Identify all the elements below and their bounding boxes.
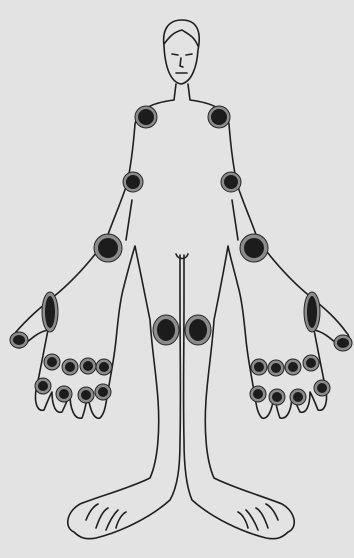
right-elbow-joint-core <box>126 175 140 189</box>
left-hand-mcp-3-joint-core <box>288 362 298 372</box>
left-shoulder-joint-marker <box>208 106 230 128</box>
left-hand-pip-1-joint-core <box>253 389 263 399</box>
right-knee-joint-core <box>157 319 175 341</box>
right-thumb-base-joint-marker <box>42 292 58 332</box>
left-knee-joint-marker <box>185 315 211 345</box>
right-wrist-joint-marker <box>94 234 122 262</box>
right-hand-pip-1-joint-marker <box>35 378 51 394</box>
left-hand-mcp-2-joint-marker <box>268 360 284 376</box>
right-hand-mcp-3-joint-marker <box>80 358 96 374</box>
left-thumb-base-joint-core <box>307 296 317 328</box>
left-hand-pip-2-joint-marker <box>269 389 285 405</box>
left-hand-mcp-3-joint-marker <box>285 359 301 375</box>
right-thumb-tip-joint-core <box>13 335 25 345</box>
left-shoulder-joint-core <box>211 109 227 125</box>
left-hand-mcp-1-joint-core <box>254 362 264 372</box>
right-thumb-base-joint-core <box>45 296 55 328</box>
left-hand-pip-3-joint-core <box>293 392 303 402</box>
right-hand-pip-1-joint-core <box>38 381 48 391</box>
left-thumb-tip-joint-core <box>337 338 349 348</box>
left-hand-pip-1-joint-marker <box>250 386 266 402</box>
right-hand-pip-4-joint-core <box>98 387 108 397</box>
left-thumb-base-joint-marker <box>304 292 320 332</box>
right-hand-pip-3-joint-core <box>81 390 91 400</box>
left-hand-mcp-4-joint-core <box>306 358 316 368</box>
left-elbow-joint-core <box>224 175 238 189</box>
right-hand-pip-3-joint-marker <box>78 387 94 403</box>
right-hand-mcp-4-joint-marker <box>96 359 112 375</box>
right-wrist-joint-core <box>98 238 118 258</box>
left-hand-pip-4-joint-marker <box>314 380 330 396</box>
right-hand-mcp-3-joint-core <box>83 361 93 371</box>
right-hand-pip-4-joint-marker <box>95 384 111 400</box>
left-hand-pip-2-joint-core <box>272 392 282 402</box>
left-wrist-joint-core <box>244 238 264 258</box>
left-hand-mcp-4-joint-marker <box>303 355 319 371</box>
left-knee-joint-core <box>189 319 207 341</box>
head <box>164 20 200 84</box>
right-hand-mcp-1-joint-marker <box>44 354 60 370</box>
right-hand-mcp-4-joint-core <box>99 362 109 372</box>
right-elbow-joint-marker <box>123 172 143 192</box>
right-shoulder-joint-core <box>138 109 154 125</box>
left-hand-mcp-1-joint-marker <box>251 359 267 375</box>
left-hand-pip-3-joint-marker <box>290 389 306 405</box>
right-thumb-tip-joint-marker <box>10 332 28 348</box>
right-hand-pip-2-joint-core <box>59 389 69 399</box>
right-hand-pip-2-joint-marker <box>56 386 72 402</box>
right-shoulder-joint-marker <box>135 106 157 128</box>
left-wrist-joint-marker <box>240 234 268 262</box>
left-hand-mcp-2-joint-core <box>271 363 281 373</box>
right-hand-mcp-2-joint-marker <box>62 359 78 375</box>
left-thumb-tip-joint-marker <box>334 335 352 351</box>
left-elbow-joint-marker <box>221 172 241 192</box>
right-hand-mcp-1-joint-core <box>47 357 57 367</box>
body-outline <box>13 84 350 539</box>
right-hand-mcp-2-joint-core <box>65 362 75 372</box>
left-hand-pip-4-joint-core <box>317 383 327 393</box>
right-knee-joint-marker <box>153 315 179 345</box>
